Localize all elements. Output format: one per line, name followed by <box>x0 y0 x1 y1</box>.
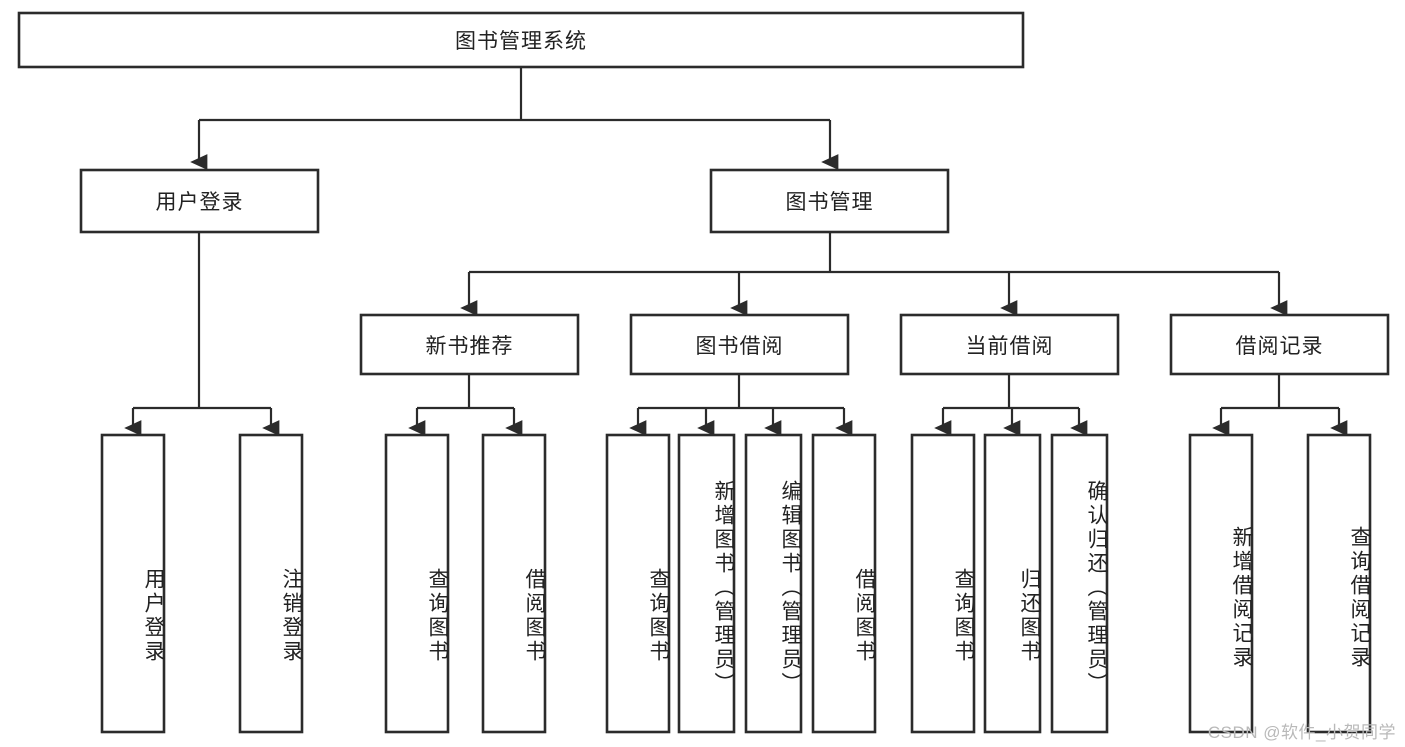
node-box-leaf-add-borrow-record[interactable] <box>1188 433 1254 734</box>
node-box-leaf-edit-book-admin[interactable] <box>744 433 803 734</box>
node-box-leaf-query-book-3[interactable] <box>910 433 976 734</box>
node-box-book-management[interactable] <box>709 168 950 234</box>
node-box-borrow-record[interactable] <box>1169 313 1390 376</box>
connector-group-book-management <box>460 232 1288 316</box>
node-box-leaf-add-book-admin[interactable] <box>677 433 736 734</box>
node-box-book-borrow[interactable] <box>629 313 850 376</box>
connector-group-current-borrow <box>934 374 1088 436</box>
node-box-leaf-borrow-book-1[interactable] <box>481 433 547 734</box>
node-box-current-borrow[interactable] <box>899 313 1120 376</box>
connector-group-new-book-recommend <box>408 374 523 436</box>
connector-group-borrow-record <box>1212 374 1348 436</box>
node-box-leaf-user-login[interactable] <box>100 433 166 734</box>
node-box-leaf-query-borrow-record[interactable] <box>1306 433 1372 734</box>
node-box-leaf-query-book-2[interactable] <box>605 433 671 734</box>
node-box-leaf-logout-login[interactable] <box>238 433 304 734</box>
node-box-leaf-borrow-book-2[interactable] <box>811 433 877 734</box>
connector-group-user-login <box>124 232 280 436</box>
connector-group-book-borrow <box>629 374 853 436</box>
node-box-user-login[interactable] <box>79 168 320 234</box>
node-box-root[interactable] <box>17 11 1025 69</box>
connector-group-root <box>190 67 839 170</box>
node-box-leaf-confirm-return-admin[interactable] <box>1050 433 1109 734</box>
node-box-leaf-return-book[interactable] <box>983 433 1042 734</box>
node-box-leaf-query-book-1[interactable] <box>384 433 450 734</box>
csdn-watermark: CSDN @软件_小贺同学 <box>1207 723 1396 742</box>
node-box-new-book-recommend[interactable] <box>359 313 580 376</box>
